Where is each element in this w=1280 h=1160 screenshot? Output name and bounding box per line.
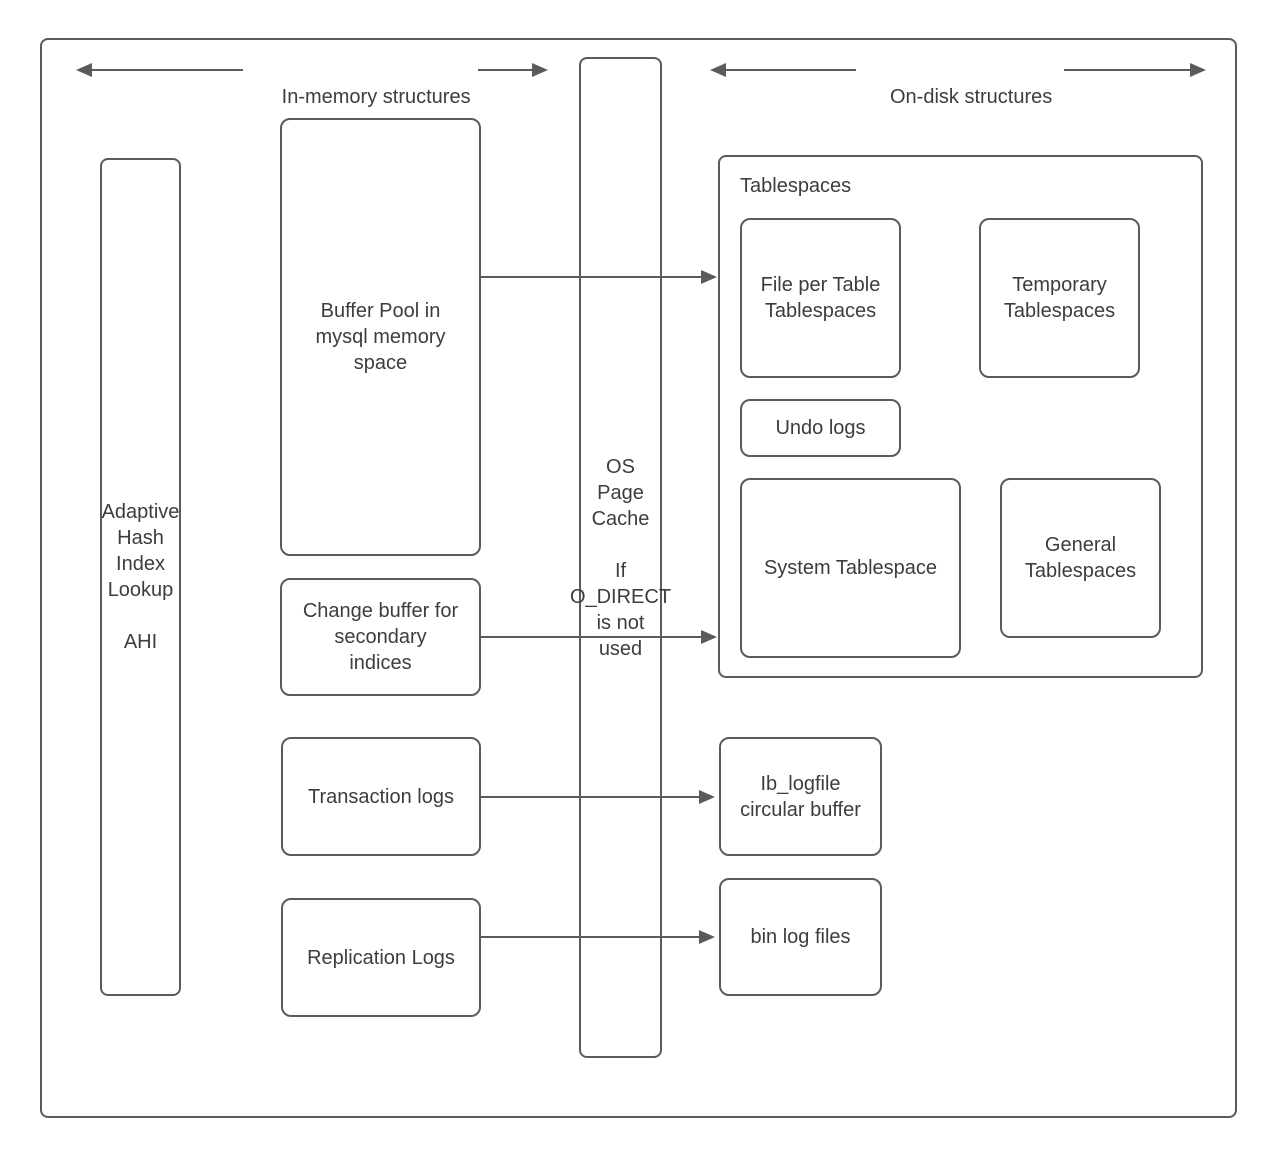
in-memory-header-label: In-memory structures bbox=[250, 58, 480, 136]
buffer-pool-to-tablespaces-arrow bbox=[480, 270, 717, 284]
on-disk-header-left-arrow bbox=[710, 63, 856, 77]
undo-logs-label: Undo logs bbox=[775, 417, 866, 439]
on-disk-header-label: On-disk structures bbox=[850, 58, 1070, 136]
change-buffer-box: Change buffer for secondary indices bbox=[280, 578, 481, 696]
bin-log-files-label: bin log files bbox=[750, 926, 851, 948]
bin-log-files-box: bin log files bbox=[719, 878, 882, 996]
general-tablespaces-label: General Tablespaces bbox=[1024, 534, 1137, 582]
os-page-cache-label: OS Page Cache If O_DIRECT is not used bbox=[569, 455, 672, 660]
in-memory-header-left-arrow bbox=[76, 63, 243, 77]
replication-logs-box: Replication Logs bbox=[281, 898, 481, 1017]
undo-logs-box: Undo logs bbox=[740, 399, 901, 457]
replication-logs-label: Replication Logs bbox=[307, 946, 455, 969]
tablespaces-label: Tablespaces bbox=[740, 175, 852, 197]
outer-frame bbox=[40, 38, 1237, 1118]
tablespaces-container: Tablespaces bbox=[718, 155, 1203, 678]
adaptive-hash-index-label: Adaptive Hash Index Lookup AHI bbox=[101, 501, 180, 653]
ib-logfile-label: Ib_logfile circular buffer bbox=[740, 772, 861, 821]
ib-logfile-box: Ib_logfile circular buffer bbox=[719, 737, 882, 856]
change-buffer-to-tablespaces-arrow bbox=[480, 630, 717, 644]
in-memory-header-right-arrow bbox=[478, 63, 548, 77]
temporary-tablespaces-label: Temporary Tablespaces bbox=[1003, 274, 1116, 322]
adaptive-hash-index-box: Adaptive Hash Index Lookup AHI bbox=[100, 158, 181, 996]
system-tablespace-label: System Tablespace bbox=[763, 557, 938, 579]
transaction-logs-to-ib-logfile-arrow bbox=[481, 790, 715, 804]
buffer-pool-box: Buffer Pool in mysql memory space bbox=[280, 118, 481, 556]
temporary-tablespaces-box: Temporary Tablespaces bbox=[979, 218, 1140, 378]
file-per-table-tablespaces-box: File per Table Tablespaces bbox=[740, 218, 901, 378]
system-tablespace-box: System Tablespace bbox=[740, 478, 961, 658]
replication-logs-to-bin-log-files-arrow bbox=[481, 930, 715, 944]
transaction-logs-label: Transaction logs bbox=[308, 785, 454, 808]
in-memory-header-text: In-memory structures bbox=[281, 86, 471, 108]
on-disk-header-right-arrow bbox=[1064, 63, 1206, 77]
buffer-pool-label: Buffer Pool in mysql memory space bbox=[315, 300, 446, 374]
transaction-logs-box: Transaction logs bbox=[281, 737, 481, 856]
on-disk-header-text: On-disk structures bbox=[889, 86, 1053, 108]
file-per-table-tablespaces-label: File per Table Tablespaces bbox=[760, 274, 881, 322]
os-page-cache-box: OS Page Cache If O_DIRECT is not used bbox=[570, 57, 671, 1058]
general-tablespaces-box: General Tablespaces bbox=[1000, 478, 1161, 638]
change-buffer-label: Change buffer for secondary indices bbox=[302, 600, 459, 674]
